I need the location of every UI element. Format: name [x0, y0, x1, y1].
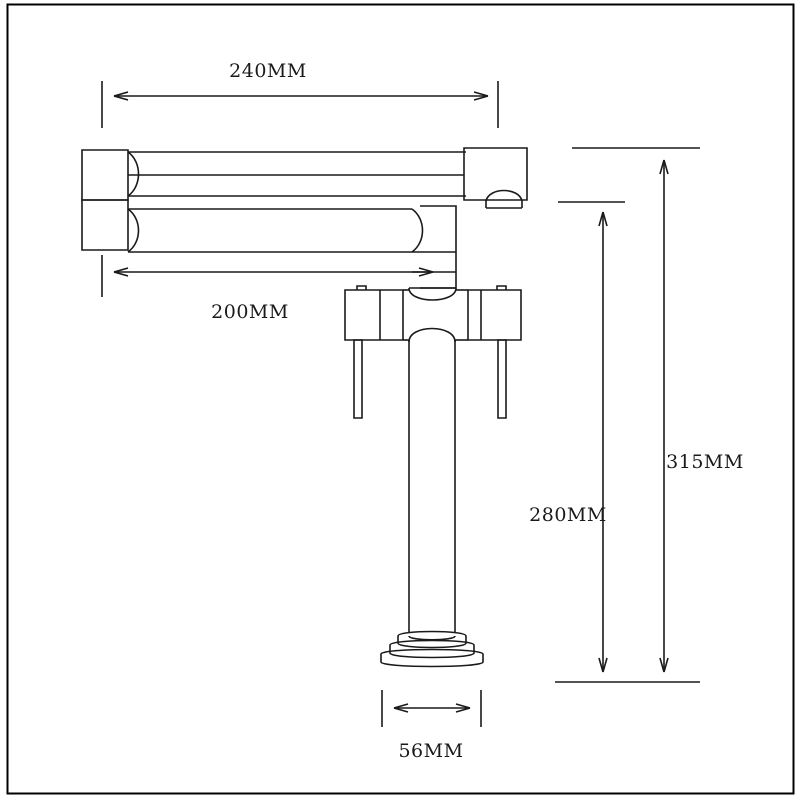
lower-arm — [127, 208, 424, 253]
arrowhead-left — [113, 91, 129, 101]
arrowhead-bottom — [659, 657, 669, 673]
dimension-label-56mm: 56MM — [398, 740, 463, 762]
flange-column-joint — [408, 635, 456, 641]
spout-end-block — [463, 147, 528, 209]
dimension-label-280mm: 280MM — [529, 504, 607, 526]
arrowhead-top — [598, 211, 608, 227]
drawing-border — [6, 3, 795, 795]
dimension-200mm — [101, 255, 434, 297]
handle-lever-right-rod — [497, 339, 507, 419]
lower-arm-right-cap — [411, 208, 424, 253]
handle-right — [467, 285, 522, 341]
dimension-label-240mm: 240MM — [229, 60, 307, 82]
base-flange — [380, 630, 484, 668]
handle-lever-left-rod — [353, 339, 363, 419]
handle-right-box — [467, 289, 522, 341]
handle-lever-right — [497, 339, 507, 419]
flange-tier-2 — [389, 639, 475, 659]
dimension-315mm — [659, 159, 669, 673]
arrowhead-left — [393, 703, 409, 713]
elbow-rounded-bottom — [408, 287, 457, 301]
handle-right-tab — [496, 285, 507, 290]
upper-arm — [127, 151, 466, 197]
riser-column — [403, 327, 468, 632]
arrowhead-right — [418, 267, 434, 277]
dimension-280mm — [598, 211, 608, 673]
handle-left-tab — [356, 285, 367, 290]
lower-arm-left-cap — [127, 208, 140, 253]
dimension-56mm — [381, 690, 482, 727]
column-arched-shoulder — [408, 327, 456, 343]
arrowhead-bottom — [598, 657, 608, 673]
arrowhead-top — [659, 159, 669, 175]
dimension-240mm — [101, 81, 499, 128]
spout-block-body — [463, 147, 528, 201]
wall-mount-block — [81, 149, 129, 251]
flange-tier-1 — [397, 630, 467, 649]
arrowhead-right — [473, 91, 489, 101]
arrowhead-right — [455, 703, 471, 713]
elbow-joint — [408, 205, 457, 301]
spout-outlet-dome — [485, 189, 523, 202]
hinge-block-lower — [81, 199, 129, 251]
upper-arm-left-cap — [127, 151, 140, 197]
dimension-label-315mm: 315MM — [666, 451, 744, 473]
arrowhead-left — [113, 267, 129, 277]
flange-tier-3 — [380, 648, 484, 668]
dimension-label-200mm: 200MM — [211, 301, 289, 323]
handle-lever-left — [353, 339, 363, 419]
spout-outlet-sides — [485, 200, 523, 208]
